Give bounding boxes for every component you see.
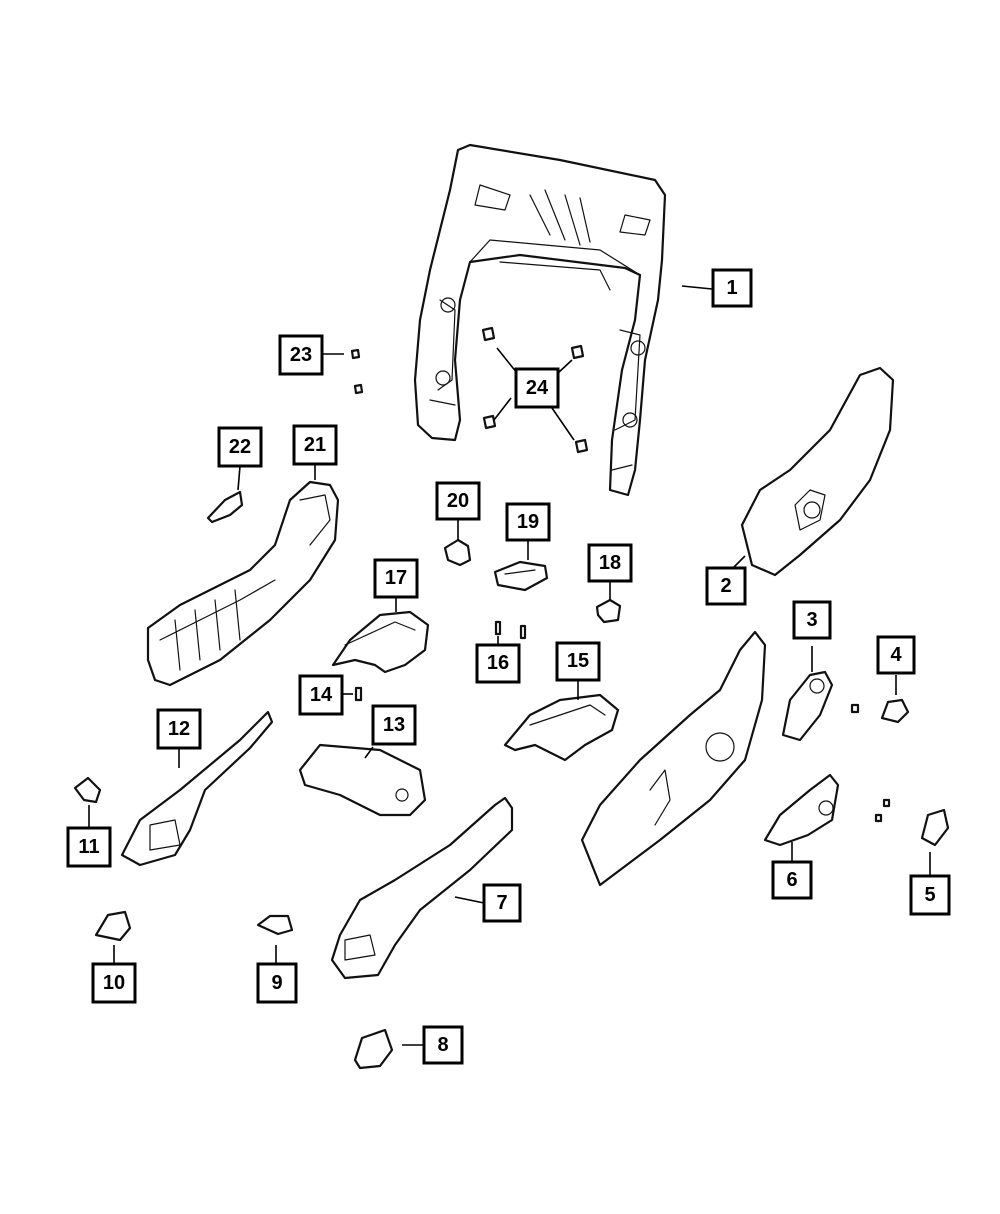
part-16-screws — [494, 620, 527, 640]
callout-6: 6 — [771, 860, 813, 900]
part-1-seat-back-frame — [413, 143, 667, 497]
callout-17: 17 — [373, 558, 419, 599]
callout-23: 23 — [278, 334, 324, 376]
callout-5-label: 5 — [924, 884, 935, 906]
callout-18-label: 18 — [599, 552, 621, 574]
callout-5: 5 — [909, 874, 951, 916]
part-4-knob-cap — [850, 698, 910, 724]
callout-21: 21 — [292, 424, 338, 466]
callout-1-label: 1 — [726, 277, 737, 299]
part-19-switch-module — [493, 560, 549, 592]
callout-7: 7 — [482, 883, 522, 923]
callout-21-label: 21 — [304, 434, 326, 456]
callout-14-label: 14 — [310, 684, 333, 706]
part-18-connector — [595, 598, 622, 624]
callout-12: 12 — [156, 708, 202, 750]
callout-10-label: 10 — [103, 972, 125, 994]
callouts: 1 2 3 4 5 6 7 8 — [66, 268, 951, 1065]
callout-18: 18 — [587, 543, 633, 583]
part-20-bracket — [443, 538, 472, 567]
callout-3-label: 3 — [806, 609, 817, 631]
part-14-screw — [354, 686, 363, 702]
part-15-trim-bracket — [503, 693, 620, 762]
callout-10: 10 — [91, 962, 137, 1004]
callout-13-label: 13 — [383, 714, 405, 736]
callout-6-label: 6 — [786, 869, 797, 891]
part-5-cap — [874, 798, 950, 847]
part-22-trim-piece — [206, 490, 244, 524]
callout-9: 9 — [256, 962, 298, 1004]
part-7-lower-side-shield — [330, 796, 514, 980]
callout-9-label: 9 — [271, 972, 282, 994]
part-11-clip — [73, 776, 102, 804]
part-8-cap — [353, 1028, 394, 1070]
part-24-clips — [481, 326, 589, 454]
part-17-bracket-cover — [331, 610, 430, 674]
callout-20: 20 — [435, 481, 481, 521]
callout-2-label: 2 — [720, 575, 731, 597]
callout-16: 16 — [475, 643, 521, 684]
leader-lines — [88, 285, 931, 1046]
part-12-side-shield-rail — [120, 710, 274, 867]
part-13-cushion-trim — [298, 743, 427, 817]
part-9-clip — [256, 914, 294, 936]
callout-16-label: 16 — [487, 652, 509, 674]
callout-22: 22 — [217, 426, 263, 468]
part-2-seat-back-trim — [740, 366, 895, 577]
part-3-handle — [781, 670, 834, 742]
part-23-nuts — [350, 348, 364, 395]
callout-19: 19 — [505, 502, 551, 542]
part-6-recliner-handle — [763, 773, 840, 847]
callout-7-label: 7 — [496, 892, 507, 914]
callout-8-label: 8 — [437, 1034, 448, 1056]
callout-24: 24 — [514, 367, 560, 409]
callout-11: 11 — [66, 826, 112, 868]
callout-24-label: 24 — [526, 377, 549, 399]
part-10-cap — [94, 910, 132, 942]
callout-3: 3 — [792, 600, 832, 640]
callout-14: 14 — [298, 674, 344, 716]
part-21-side-shield — [146, 480, 340, 687]
callout-4-label: 4 — [890, 644, 902, 666]
callout-13: 13 — [371, 704, 417, 746]
callout-2: 2 — [705, 566, 747, 606]
callout-15-label: 15 — [567, 650, 589, 672]
callout-1: 1 — [711, 268, 753, 308]
callout-17-label: 17 — [385, 567, 407, 589]
callout-19-label: 19 — [517, 511, 539, 533]
callout-11-label: 11 — [78, 836, 99, 858]
callout-22-label: 22 — [229, 436, 251, 458]
callout-8: 8 — [422, 1025, 464, 1065]
callout-12-label: 12 — [168, 718, 190, 740]
callout-15: 15 — [555, 641, 601, 682]
callout-4: 4 — [876, 635, 916, 675]
part-cushion-side-shield — [580, 630, 767, 887]
callout-23-label: 23 — [290, 344, 312, 366]
callout-20-label: 20 — [447, 490, 469, 512]
